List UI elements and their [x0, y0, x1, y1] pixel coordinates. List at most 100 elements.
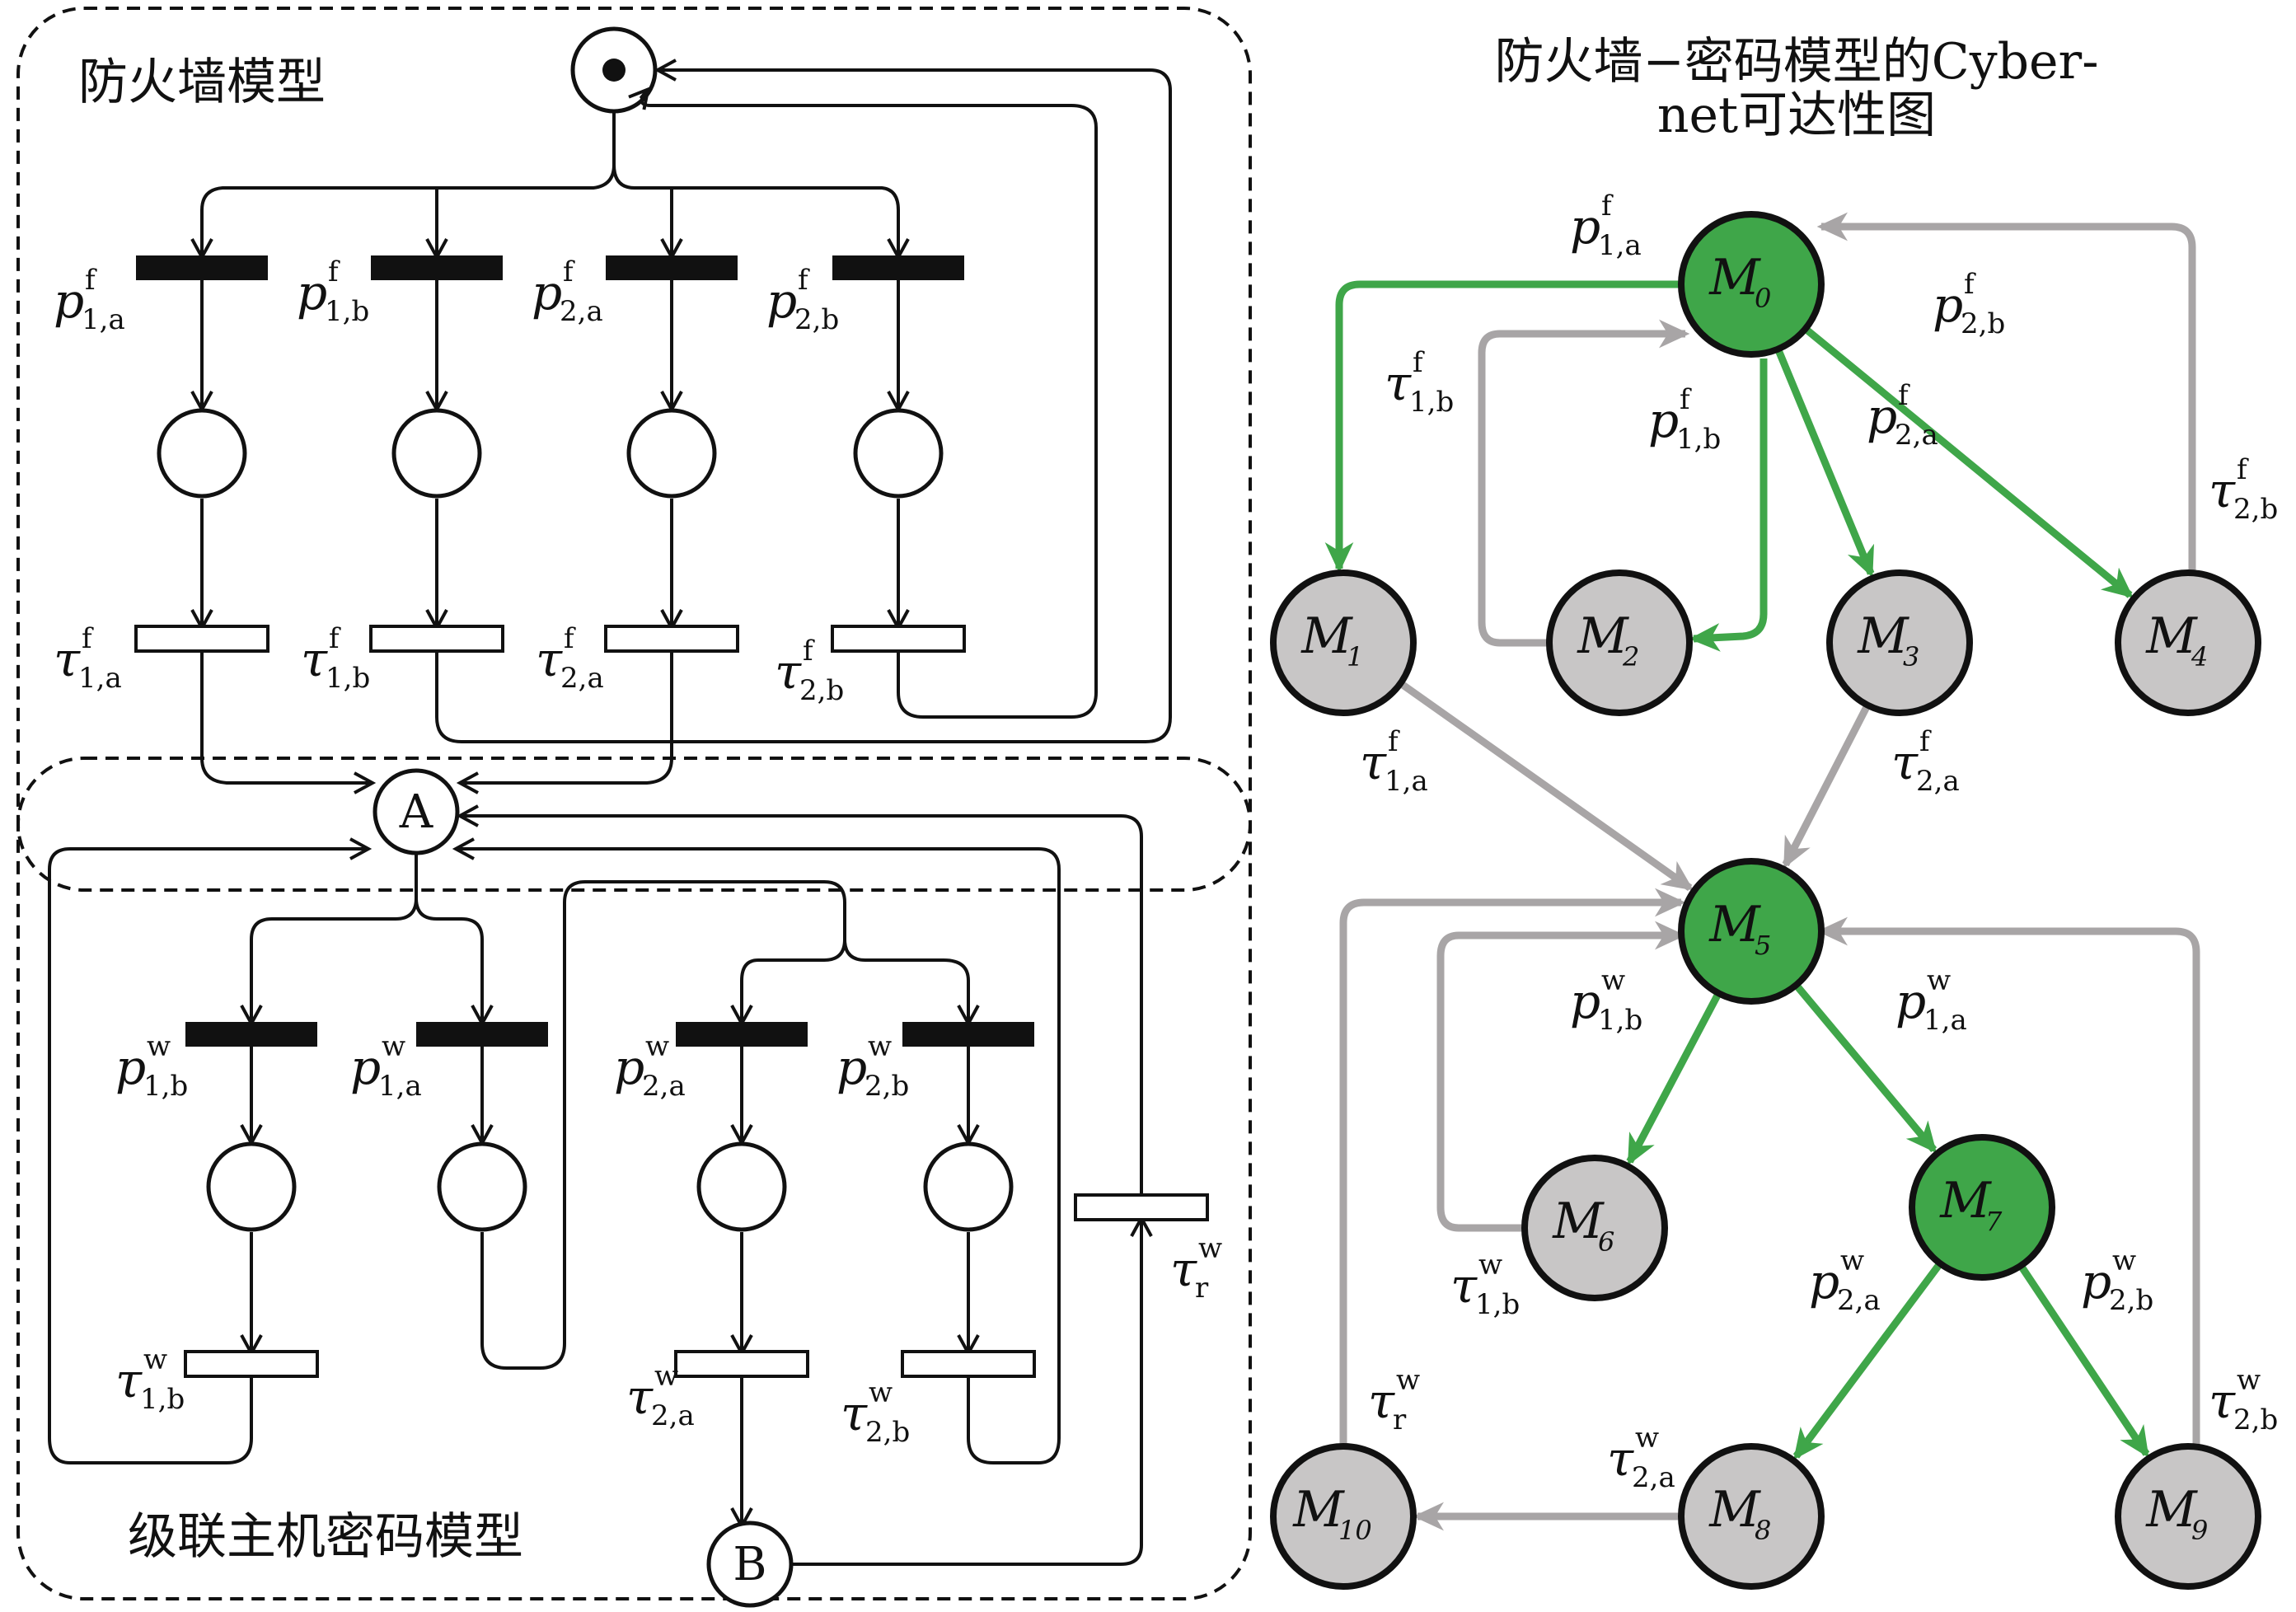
edge-label-m5-m6-sub: 1,b: [1598, 1004, 1642, 1037]
password-tau-transitions: [184, 1193, 1209, 1378]
edge-label-m0-m4-sub: 2,b: [1961, 307, 2005, 340]
pw-tau-label-sup: w: [654, 1360, 678, 1393]
pw-p-label-sub: 1,b: [143, 1070, 188, 1103]
edge-label-m7-m9-sub: 2,b: [2109, 1284, 2153, 1317]
edge-label-m9-m5-base: τ: [2209, 1373, 2236, 1429]
edge-m1-m5: [1398, 680, 1694, 892]
edge-m10-m5: [1339, 888, 1686, 1446]
edge-label-m3-m5-base: τ: [1891, 734, 1919, 790]
password-group-outline: [16, 757, 1252, 1600]
node-circle: [1521, 1155, 1668, 1301]
pw-p-label-sup: w: [147, 1030, 171, 1063]
fw-tau-label-sub: 1,a: [78, 662, 122, 695]
node-sub: 2: [1622, 641, 1639, 672]
edge-label-m8-m10-sup: w: [1635, 1422, 1659, 1455]
node-circle: [2115, 569, 2261, 716]
node-sub: 5: [1755, 930, 1771, 961]
pw-tau-label-base: τ: [115, 1352, 143, 1408]
firewall-model-title: 防火墙模型: [78, 54, 326, 111]
node-sub: 9: [2191, 1515, 2208, 1546]
edge-label-m6-m5-sup: w: [1478, 1249, 1502, 1282]
reachability-edges: [1324, 212, 2200, 1531]
edge-label-m0-m4-base: p: [1933, 277, 1963, 333]
place-b: [706, 1521, 794, 1608]
pw-p-label-sup: w: [868, 1030, 892, 1063]
edge-label-m0-m2-sup: f: [1680, 383, 1692, 416]
fw-p-label-sup: f: [328, 255, 340, 288]
password-places: [206, 1141, 1014, 1232]
edge-label-m7-m8-sup: w: [1840, 1244, 1864, 1277]
fw-tau-label-sub: 2,a: [560, 662, 604, 695]
transition-tauw2a: [674, 1350, 809, 1378]
pw-p-label-base: p: [115, 1039, 146, 1095]
fw-tau-label-base: τ: [54, 631, 81, 687]
place: [391, 408, 482, 499]
node-sub: 1: [1347, 641, 1363, 672]
password-model-title: 级联主机密码模型: [128, 1508, 523, 1566]
edge-label-m4-m0-base: τ: [2209, 462, 2236, 518]
place: [626, 408, 717, 499]
marking-node-m6: M6: [1521, 1155, 1668, 1301]
node-base: M: [1292, 1481, 1345, 1539]
fw-tau-label-sub: 2,b: [799, 674, 844, 707]
graph-title-line2: net可达性图: [1657, 87, 1936, 144]
edge-label-m2-m0-base: τ: [1385, 355, 1412, 411]
fw-p-label-base: p: [766, 273, 797, 329]
marking-node-m7: M7: [1909, 1134, 2055, 1281]
firewall-arcs: [190, 59, 1172, 794]
token: [602, 59, 626, 82]
node-base: M: [2145, 607, 2198, 665]
place: [923, 1141, 1014, 1232]
node-base: M: [1708, 896, 1761, 954]
node-circle: [1678, 858, 1825, 1005]
fw-p-label-sub: 2,b: [794, 303, 839, 336]
transition-pw2a: [676, 1022, 808, 1047]
pw-p-label-sub: 1,a: [378, 1070, 422, 1103]
fw-tau-label-sub: 1,b: [326, 662, 370, 695]
edge-label-m7-m8-base: p: [1809, 1254, 1839, 1310]
transition-tauw2b: [901, 1350, 1036, 1378]
node-base: M: [1577, 607, 1629, 665]
edge-m0-m4: [1802, 326, 2134, 598]
firewall-tau-transitions: [134, 625, 966, 653]
fw-tau-label-sup: f: [564, 622, 576, 655]
node-sub: 4: [2191, 641, 2208, 672]
firewall-places: [157, 408, 944, 499]
edge-label-m5-m6-base: p: [1570, 973, 1600, 1029]
edge-label-m4-m0-sup: f: [2237, 453, 2249, 486]
transition-tauwr: [1074, 1193, 1209, 1221]
pw-p-label-base: p: [350, 1039, 381, 1095]
pw-tau-r-label-sub: r: [1195, 1272, 1209, 1305]
fw-p-label-sup: f: [563, 255, 575, 288]
place: [696, 1141, 787, 1232]
transition-p1a: [136, 255, 268, 280]
fw-p-label-sub: 1,a: [82, 303, 125, 336]
marking-node-m1: M1: [1270, 569, 1417, 716]
marking-node-m10: M10: [1270, 1443, 1417, 1590]
transition-tau1b: [369, 625, 504, 653]
edge-label-m0-m1-sup: f: [1601, 190, 1614, 223]
transition-p2a: [606, 255, 738, 280]
fw-p-label-sup: f: [798, 264, 810, 297]
edge-label-m4-m0-sub: 2,b: [2233, 493, 2278, 526]
node-circle: [2115, 1443, 2261, 1590]
node-circle: [1826, 569, 1973, 716]
node-base: M: [1939, 1172, 1992, 1230]
edge-m0-m1: [1324, 280, 1685, 574]
node-sub: 8: [1755, 1515, 1771, 1546]
marking-node-m3: M3: [1826, 569, 1973, 716]
